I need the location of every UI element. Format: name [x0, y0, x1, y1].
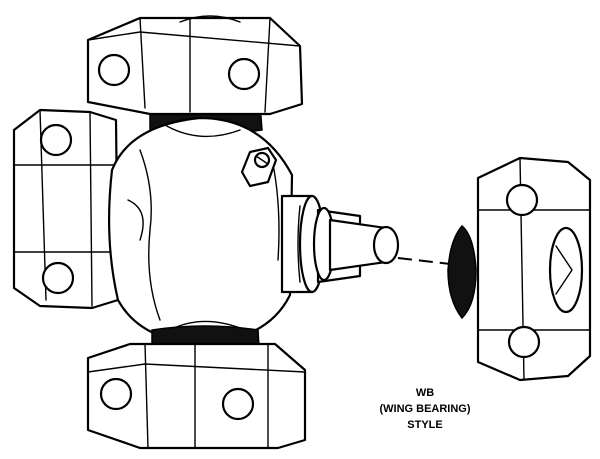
caption-line-1: WB: [415, 387, 435, 399]
separate-wing-bearing: [447, 156, 592, 382]
left-wing-bearing: [12, 108, 120, 310]
caption-line-2: (WING BEARING): [379, 403, 471, 415]
bottom-wing-bearing: [86, 325, 307, 450]
top-wing-bearing: [86, 15, 304, 135]
grease-fitting: [240, 146, 278, 188]
right-trunnion: [280, 194, 400, 294]
center-line: [397, 257, 469, 267]
diagram-caption: WB (WING BEARING) STYLE: [350, 385, 500, 433]
caption-line-3: STYLE: [407, 419, 443, 431]
